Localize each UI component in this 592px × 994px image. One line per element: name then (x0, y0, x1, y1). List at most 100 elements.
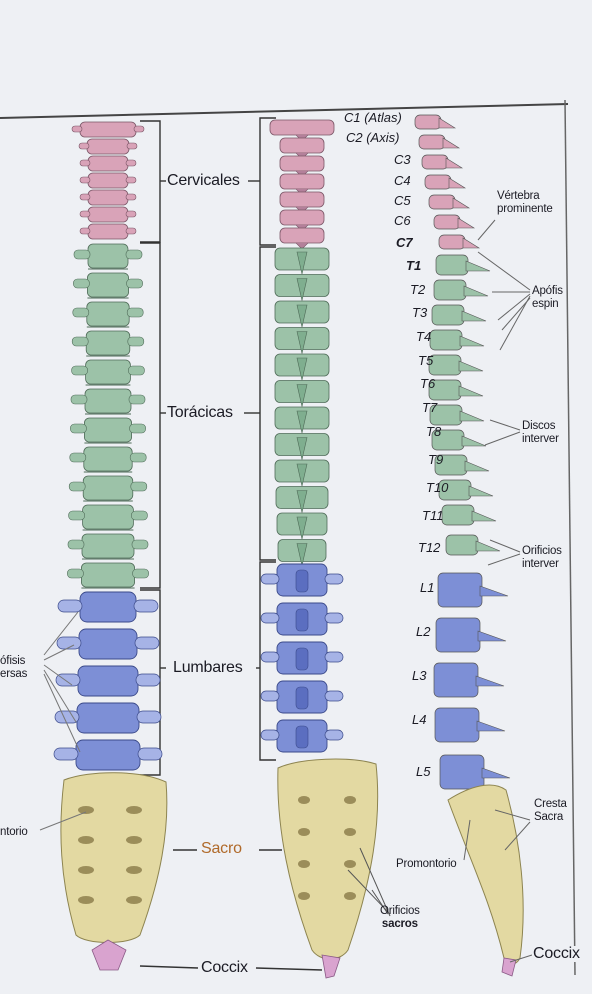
cervical-vertebra (88, 224, 128, 239)
thoracic-process (73, 279, 89, 288)
thoracic-vertebra (84, 447, 132, 471)
sacral-foramen (344, 860, 356, 868)
cervical-vertebra (88, 173, 128, 188)
lumbar-vertebra (440, 755, 484, 789)
thoracic-process (68, 540, 84, 549)
thoracic-process (130, 453, 146, 462)
label-oi-line1: Orificios (522, 545, 562, 558)
cervical-vertebra (439, 235, 465, 249)
label-vp-line2: prominente (497, 203, 553, 216)
lumbar-process (325, 613, 343, 623)
label-vp-line1: Vértebra (497, 190, 553, 203)
sacral-foramen (298, 796, 310, 804)
label-orificios-sacros: Orificios sacros (380, 905, 420, 931)
label-cervicales: Cervicales (166, 173, 241, 189)
lumbar-process (325, 730, 343, 740)
sacral-foramen (298, 860, 310, 868)
sacral-foramen (78, 806, 94, 814)
thoracic-process (130, 424, 146, 433)
cervical-vertebra (280, 228, 324, 243)
cervical-process (126, 177, 136, 183)
cervical-process (79, 143, 89, 149)
sacral-foramen (78, 866, 94, 874)
cervical-vertebra (280, 192, 324, 207)
label-lumbares: Lumbares (172, 660, 244, 676)
lumbar-vertebra (77, 703, 139, 733)
label-apofisis-transversas: óﬁsis ersas (0, 655, 27, 681)
sacral-foramen (126, 896, 142, 904)
lumbar-spinous (296, 687, 308, 709)
thoracic-vertebra (84, 418, 131, 442)
vertebra-label: T6 (420, 377, 435, 390)
lumbar-process (136, 674, 160, 686)
cervical-vertebra (280, 138, 324, 153)
lumbar-process (137, 711, 161, 723)
lumbar-vertebra (78, 666, 138, 696)
cervical-vertebra (80, 122, 136, 137)
thoracic-process (126, 250, 142, 259)
thoracic-vertebra (442, 505, 474, 525)
sacral-foramen (126, 866, 142, 874)
cervical-vertebra (425, 175, 451, 189)
label-discos-intervertebrales: Discos interver (522, 420, 559, 446)
thoracic-vertebra (81, 563, 134, 587)
cervical-process (80, 211, 90, 217)
thoracic-process (131, 511, 147, 520)
vertebra-label: T9 (428, 453, 443, 466)
label-ae-line1: Apófis (532, 285, 563, 298)
thoracic-vertebra (86, 360, 131, 384)
vertebra-label: L5 (416, 765, 430, 778)
vertebra-label: L3 (412, 669, 426, 682)
lumbar-process (325, 574, 343, 584)
sacral-foramen (298, 892, 310, 900)
label-cresta-sacra: Cresta Sacra (534, 798, 567, 824)
thoracic-vertebra (82, 534, 134, 558)
thoracic-process (71, 395, 87, 404)
cervical-vertebra (88, 207, 128, 222)
lumbar-vertebra (76, 740, 140, 770)
label-cresta-line1: Cresta (534, 798, 567, 811)
lumbar-process (261, 691, 279, 701)
vertebra-label: C4 (394, 174, 411, 187)
lumbar-process (58, 600, 82, 612)
cervical-process (72, 126, 82, 132)
thoracic-process (127, 279, 143, 288)
sacral-foramen (126, 836, 142, 844)
vertebra-label: T10 (426, 481, 448, 494)
thoracic-process (74, 250, 90, 259)
lumbar-vertebra (434, 663, 478, 697)
lumbar-spinous (296, 648, 308, 670)
lumbar-vertebra (435, 708, 479, 742)
thoracic-process (70, 453, 86, 462)
vertebra-label: L2 (416, 625, 430, 638)
thoracic-vertebra (83, 476, 133, 500)
thoracic-vertebra (436, 255, 468, 275)
thoracic-process (131, 482, 147, 491)
cervical-process (134, 126, 144, 132)
thoracic-vertebra (83, 505, 134, 529)
cervical-process (127, 143, 137, 149)
thoracic-vertebra (430, 330, 462, 350)
sacral-foramen (126, 806, 142, 814)
cervical-vertebra (88, 156, 128, 171)
vertebra-label: C5 (394, 194, 411, 207)
vertebra-label: C7 (396, 236, 413, 249)
thoracic-process (132, 540, 148, 549)
cervical-vertebra (429, 195, 455, 209)
vertebra-label: C6 (394, 214, 411, 227)
thoracic-process (128, 366, 144, 375)
cervical-vertebra (415, 115, 441, 129)
label-sacro: Sacro (200, 841, 243, 857)
cervical-vertebra (280, 210, 324, 225)
lumbar-process (138, 748, 162, 760)
lumbar-vertebra (79, 629, 137, 659)
label-vertebra-prominente: Vértebra prominente (497, 190, 553, 216)
thoracic-vertebra (434, 280, 466, 300)
vertebra-label: T3 (412, 306, 427, 319)
thoracic-vertebra (87, 302, 129, 326)
sacral-foramen (298, 828, 310, 836)
label-apofisis-line1: óﬁsis (0, 655, 27, 668)
cervical-process (126, 160, 136, 166)
thoracic-vertebra (432, 305, 464, 325)
cervical-vertebra (434, 215, 460, 229)
